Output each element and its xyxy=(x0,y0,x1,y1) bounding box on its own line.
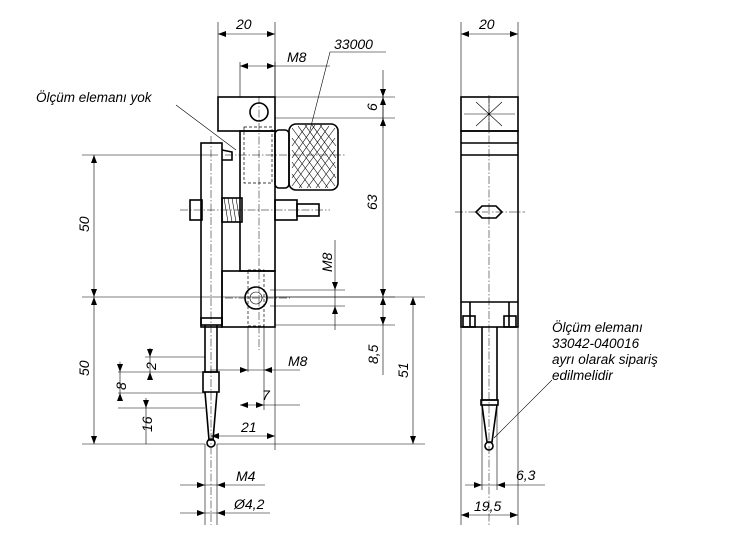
dim-width-top-right: 20 xyxy=(478,16,495,32)
dim-50-lower: 50 xyxy=(76,360,92,376)
gauge-contact xyxy=(221,149,233,161)
dim-19-5: 19,5 xyxy=(474,498,501,514)
knurled-knob xyxy=(288,123,339,191)
leader-olcum-yok xyxy=(175,104,237,151)
right-body xyxy=(460,130,519,328)
dim-21: 21 xyxy=(240,419,257,435)
right-view: 20 6,3 19,5 Ölçüm elemanı 33042-040016 a… xyxy=(455,16,658,525)
right-foot-left xyxy=(462,315,476,328)
left-view: 20 M8 33000 6 63 50 50 M8 8,5 51 2 8 16 xyxy=(36,16,425,525)
leader-note xyxy=(493,379,553,439)
dim-m8-top: M8 xyxy=(287,49,307,65)
arm-foot xyxy=(200,317,223,328)
main-body xyxy=(239,130,276,272)
dim-6-3: 6,3 xyxy=(516,467,536,483)
right-tip-holder xyxy=(480,399,499,406)
note-line-3: ayrı olarak sipariş xyxy=(552,352,658,367)
top-block xyxy=(217,96,276,132)
dim-63: 63 xyxy=(364,194,380,210)
dim-m4: M4 xyxy=(236,468,256,484)
note-line-1: Ölçüm elemanı xyxy=(552,320,643,335)
dim-50-upper: 50 xyxy=(76,216,92,232)
knob-collar xyxy=(274,129,290,189)
dim-m8-vertical: M8 xyxy=(319,252,335,272)
part-number: 33000 xyxy=(334,36,373,52)
dim-2: 2 xyxy=(143,362,159,371)
dim-7: 7 xyxy=(262,387,271,403)
label-olcum-elemani-yok: Ölçüm elemanı yok xyxy=(36,90,153,105)
right-tip-needle xyxy=(481,404,498,443)
probe-arm xyxy=(200,142,223,326)
dim-m8-lower: M8 xyxy=(288,353,308,369)
dim-8: 8 xyxy=(113,382,129,390)
note-line-4: edilmelidir xyxy=(552,368,613,383)
dim-16: 16 xyxy=(139,416,155,432)
dim-6: 6 xyxy=(364,103,380,111)
dim-51: 51 xyxy=(395,362,411,378)
dim-8-5: 8,5 xyxy=(365,344,381,364)
dim-width-top-left: 20 xyxy=(235,16,252,32)
right-arm xyxy=(481,327,498,401)
note-line-2: 33042-040016 xyxy=(552,336,640,351)
dim-dia-4-2: Ø4,2 xyxy=(233,496,265,512)
right-foot-right xyxy=(503,315,517,328)
